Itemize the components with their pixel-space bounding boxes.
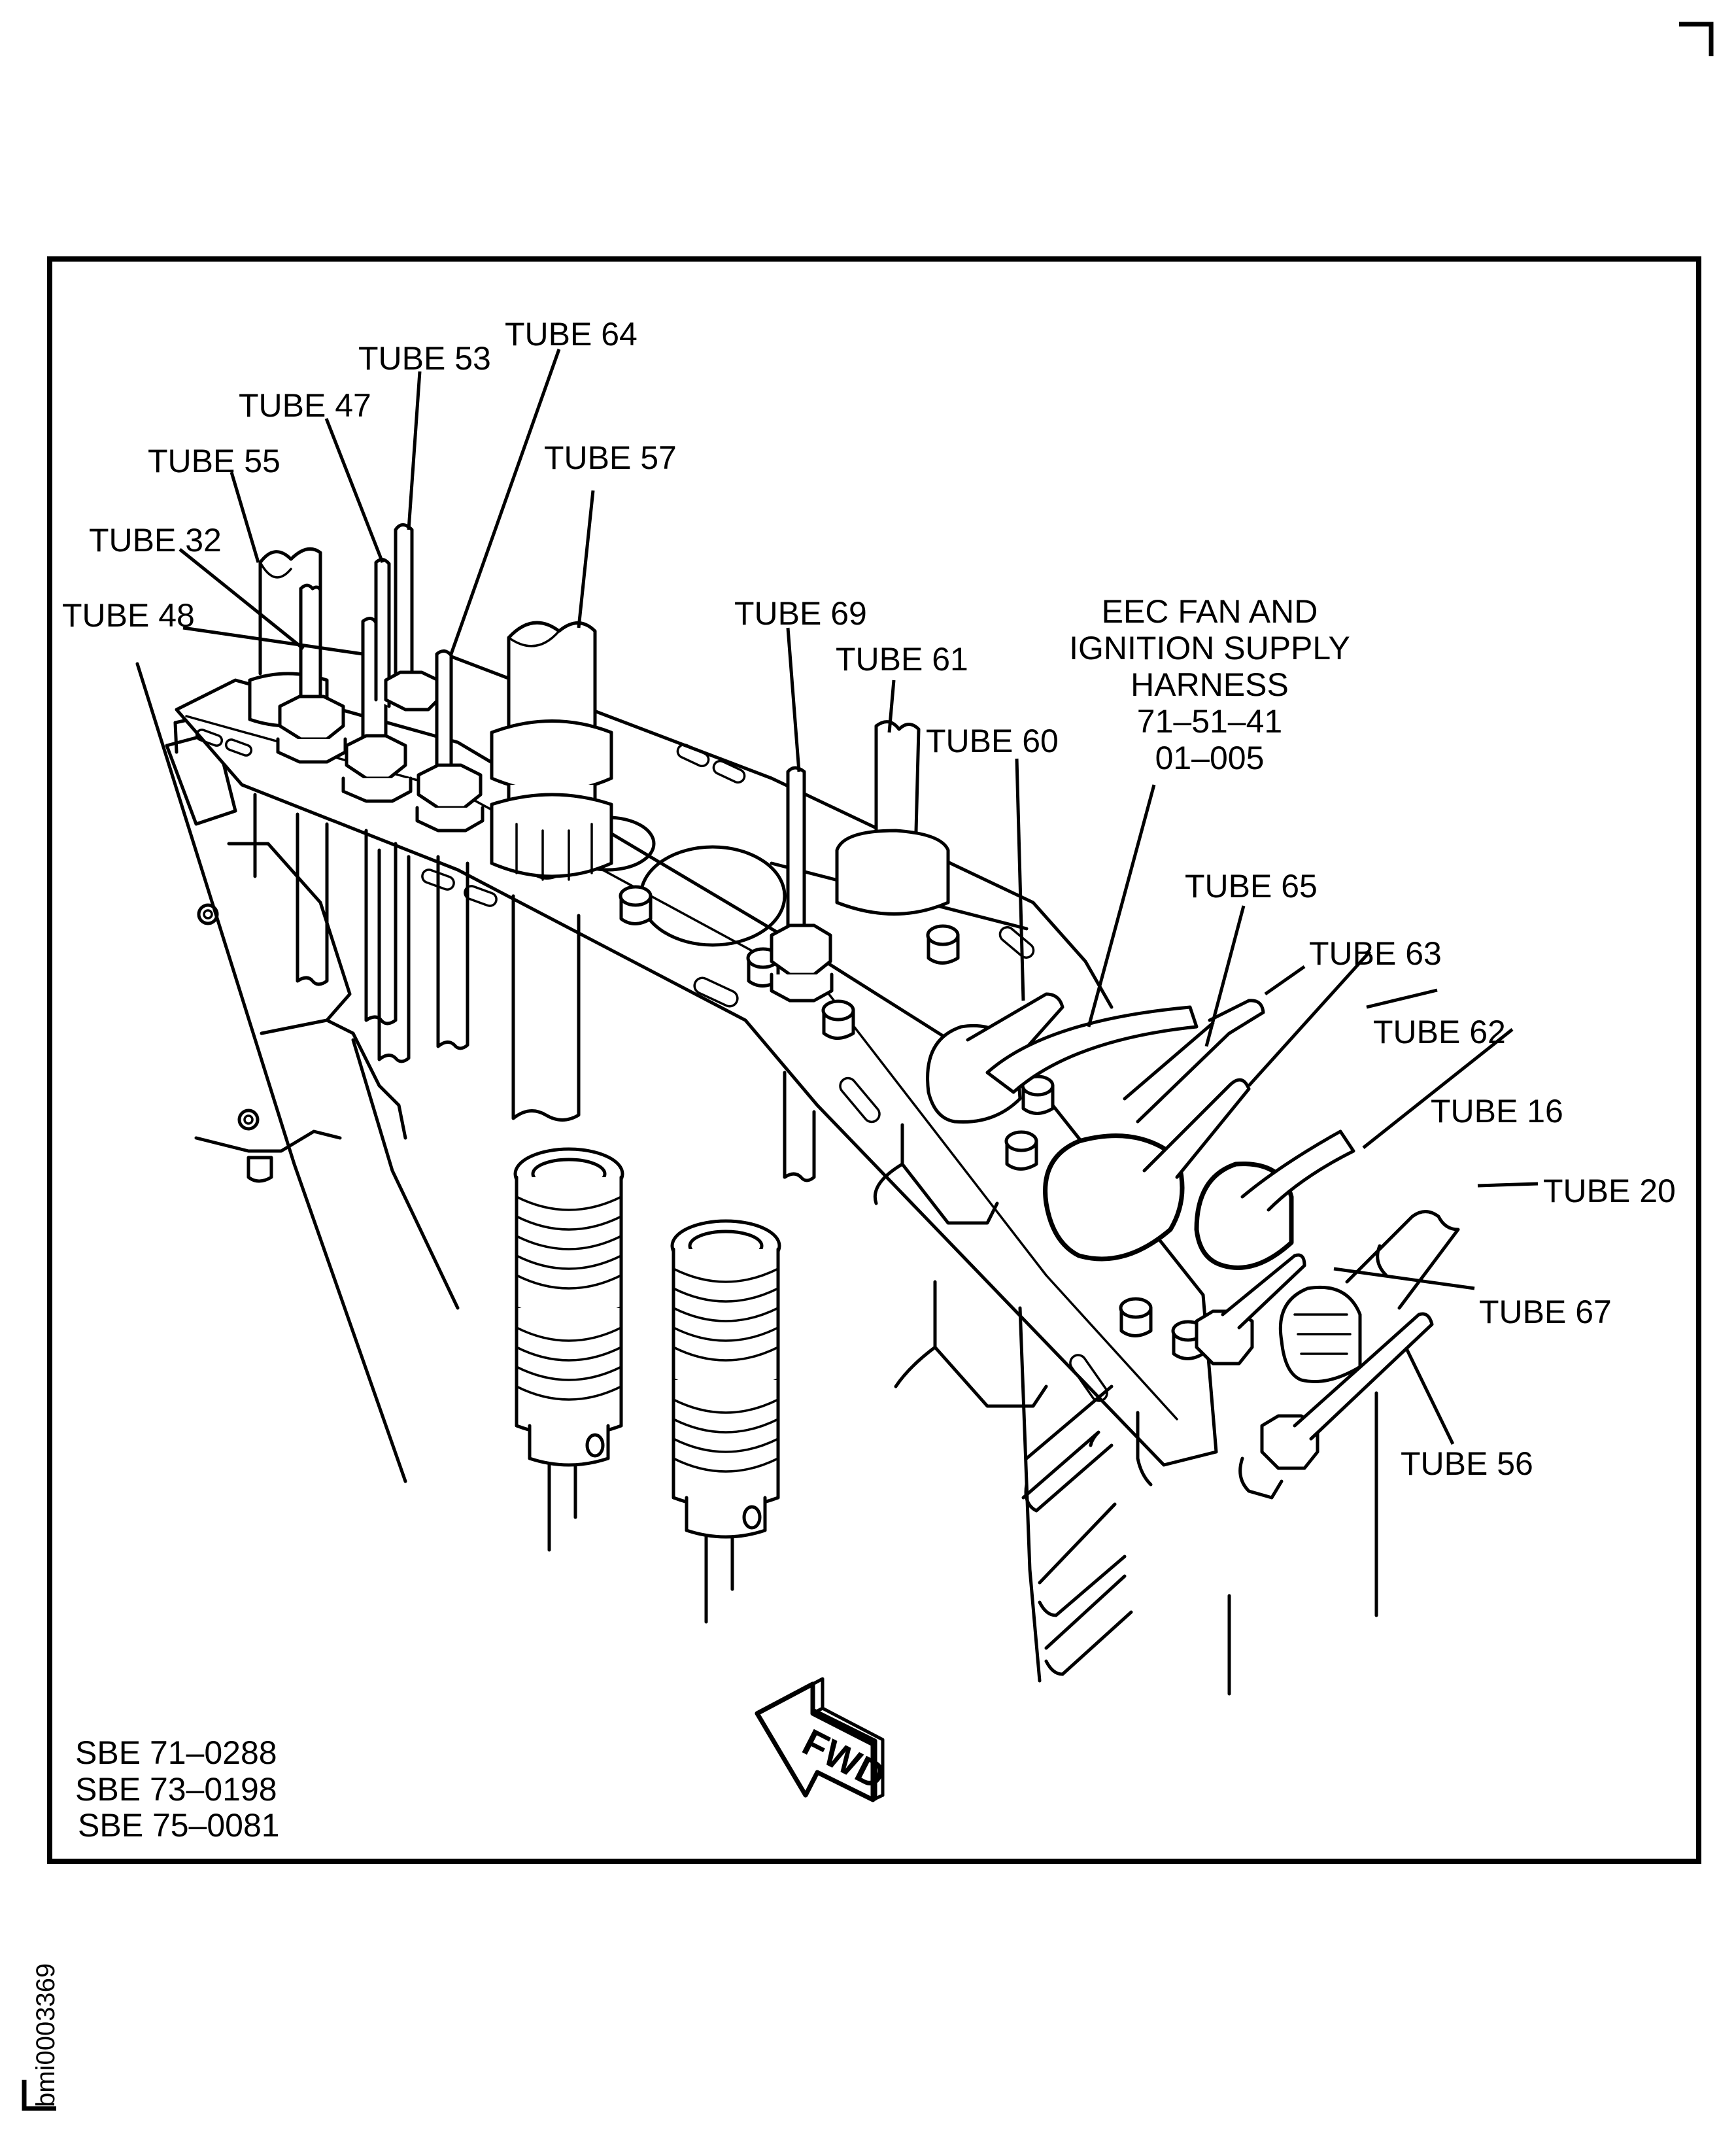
casing-outline-left xyxy=(135,662,407,1483)
label-tube-20: TUBE 20 xyxy=(1543,1173,1676,1209)
effectivity-line-3: SBE 75–0081 xyxy=(78,1807,280,1844)
harness-label-line-2: IGNITION SUPPLY xyxy=(1069,630,1350,666)
tube-67-art xyxy=(1278,1285,1362,1383)
tube-62-art xyxy=(1043,1078,1251,1262)
label-tube-65: TUBE 65 xyxy=(1185,868,1318,904)
harness-label-line-4: 71–51–41 xyxy=(1137,703,1282,740)
tube-60-art xyxy=(926,992,1064,1124)
tube-20-art xyxy=(1345,1210,1460,1310)
label-tube-64: TUBE 64 xyxy=(505,316,638,353)
label-tube-48: TUBE 48 xyxy=(62,597,195,634)
tube-57-art xyxy=(490,621,613,881)
crop-mark-top-right xyxy=(1679,22,1714,56)
fwd-arrow-icon: FWD xyxy=(755,1677,892,1802)
tube-53-art xyxy=(394,523,414,702)
label-tube-67: TUBE 67 xyxy=(1479,1294,1612,1330)
label-tube-57: TUBE 57 xyxy=(544,439,677,476)
effectivity-line-1: SBE 71–0288 xyxy=(75,1734,277,1771)
label-tube-60: TUBE 60 xyxy=(926,723,1059,759)
fittings-lower xyxy=(1195,1253,1434,1500)
harness-label-line-3: HARNESS xyxy=(1131,666,1289,703)
effectivity-line-2: SBE 73–0198 xyxy=(75,1771,277,1808)
label-tube-53: TUBE 53 xyxy=(358,340,491,377)
harness-label-line-1: EEC FAN AND xyxy=(1102,593,1318,630)
label-tube-61: TUBE 61 xyxy=(836,641,968,678)
harness-art xyxy=(985,1005,1199,1094)
tube-69-art xyxy=(770,766,834,1003)
figure-frame xyxy=(47,256,1701,1864)
figure-id: bmi0003369 xyxy=(31,1963,60,2107)
label-tube-63: TUBE 63 xyxy=(1309,935,1442,972)
harness-label-line-5: 01–005 xyxy=(1155,740,1265,776)
label-tube-32: TUBE 32 xyxy=(89,522,222,559)
tube-32-art xyxy=(299,583,322,721)
tube-61-art xyxy=(835,720,950,916)
bellows-coupling-right xyxy=(670,1219,781,1624)
lower-tubes-left xyxy=(253,793,816,1182)
harness-label: EEC FAN AND IGNITION SUPPLY HARNESS 71–5… xyxy=(1069,593,1350,776)
crop-mark-bottom-left xyxy=(22,2080,56,2111)
label-tube-62: TUBE 62 xyxy=(1373,1014,1506,1050)
line-art xyxy=(135,523,1460,1696)
label-tube-55: TUBE 55 xyxy=(148,443,281,479)
label-tube-16: TUBE 16 xyxy=(1431,1093,1563,1129)
leader-lines xyxy=(179,349,1539,1445)
tube-64-art xyxy=(415,649,485,833)
label-tube-47: TUBE 47 xyxy=(239,387,371,424)
label-tube-56: TUBE 56 xyxy=(1401,1445,1533,1482)
callout-labels: TUBE 64 TUBE 53 TUBE 47 TUBE 55 TUBE 57 … xyxy=(62,316,1676,1482)
tube-63-art xyxy=(1208,999,1265,1035)
tube-48-art xyxy=(341,617,413,803)
label-tube-69: TUBE 69 xyxy=(734,595,867,632)
tube-16-art xyxy=(1194,1129,1355,1270)
effectivity-block: SBE 71–0288 SBE 73–0198 SBE 75–0081 xyxy=(75,1734,280,1844)
bellows-coupling-left xyxy=(513,1147,624,1552)
